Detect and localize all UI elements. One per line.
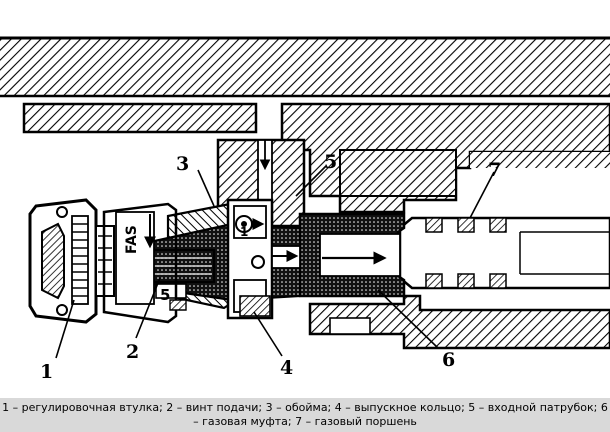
- callout-2: 2: [126, 341, 139, 363]
- selector-frame: FAS 5 1: [102, 202, 248, 324]
- figure-caption: 1 – регулировочная втулка; 2 – винт пода…: [0, 398, 610, 432]
- callout-labels: 1 2 3 4 5 6 7: [40, 151, 501, 383]
- vent-marking: 1: [240, 225, 248, 239]
- fast-marking: FAS: [124, 225, 140, 254]
- gas-block-lower: [308, 294, 610, 350]
- callout-3: 3: [176, 153, 189, 175]
- feed-screw: [146, 248, 216, 299]
- barrel-section: [0, 36, 610, 98]
- slow-marking: 5: [160, 286, 170, 304]
- callout-4: 4: [280, 357, 293, 379]
- gas-regulator-diagram: FAS 5 1 1 2 3 4 5 6 7: [0, 36, 610, 383]
- callout-1: 1: [40, 361, 53, 383]
- gas-block-body: [22, 102, 610, 214]
- callout-6: 6: [442, 349, 455, 371]
- gas-piston: [398, 216, 610, 290]
- gas-sleeve: [298, 212, 406, 298]
- adjusting-sleeve: [28, 198, 115, 324]
- callout-7: 7: [488, 159, 501, 181]
- leader-lines: [55, 165, 495, 359]
- callout-5: 5: [324, 151, 337, 173]
